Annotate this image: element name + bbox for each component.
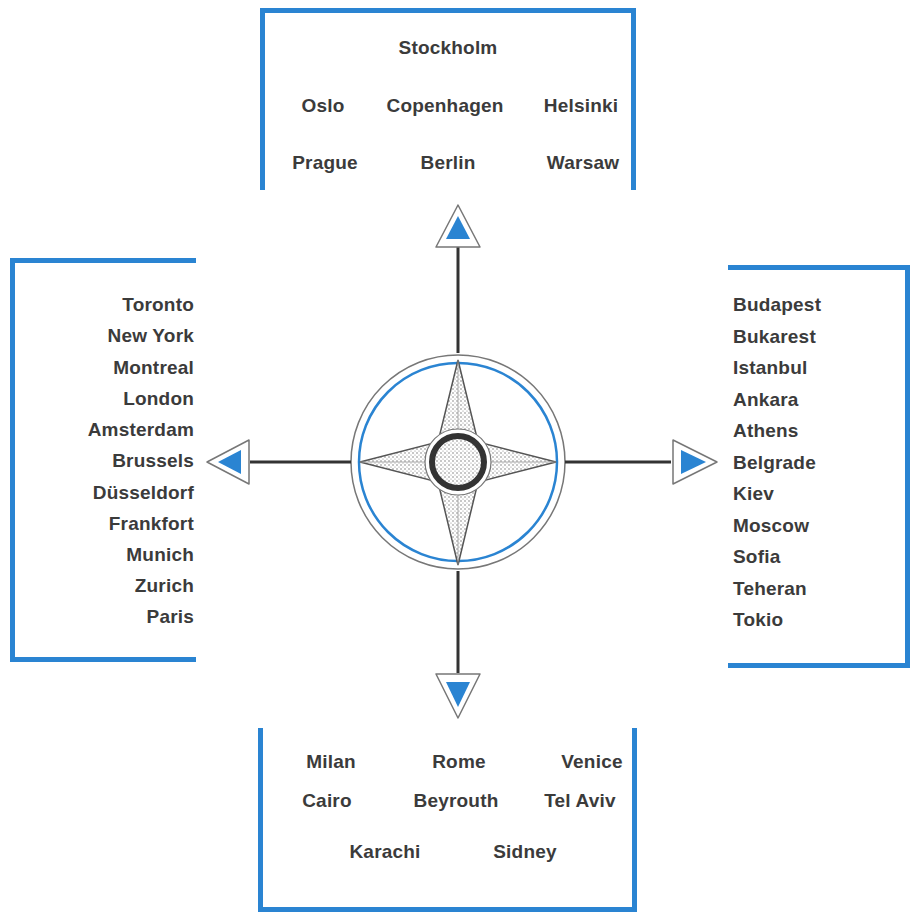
city-label: Rome bbox=[432, 751, 486, 773]
city-label: Copenhagen bbox=[386, 95, 503, 117]
city-label: London bbox=[123, 388, 194, 410]
city-label: Montreal bbox=[113, 357, 194, 379]
city-label: Berlin bbox=[420, 152, 475, 174]
city-label: Moscow bbox=[733, 515, 809, 537]
city-label: Athens bbox=[733, 420, 799, 442]
destination-box: StockholmOslo Copenhagen HelsinkiPrague Ber… bbox=[260, 8, 636, 190]
city-label: New York bbox=[108, 325, 194, 347]
city-label: Stockholm bbox=[399, 37, 498, 59]
city-label: Milan bbox=[306, 751, 356, 773]
city-label: Tel Aviv bbox=[544, 790, 616, 812]
destination-box: BudapestBukarestIstanbulAnkaraAthensBelg… bbox=[728, 265, 910, 668]
city-label: Düsseldorf bbox=[93, 482, 194, 504]
destination-box: Milan Rome VeniceCairo Beyrouth Tel AvivKara… bbox=[258, 728, 637, 912]
city-label: Tokio bbox=[733, 609, 783, 631]
city-label: Sofia bbox=[733, 546, 780, 568]
city-label: Ankara bbox=[733, 389, 799, 411]
city-label: Amsterdam bbox=[88, 419, 194, 441]
destination-box: TorontoNew YorkMontrealLondonAmsterdamBr… bbox=[10, 258, 196, 662]
city-label: Cairo bbox=[302, 790, 352, 812]
city-label: Frankfort bbox=[109, 513, 194, 535]
city-label: Teheran bbox=[733, 578, 807, 600]
city-label: Istanbul bbox=[733, 357, 807, 379]
direction-arrows bbox=[207, 205, 717, 718]
compass-rose bbox=[351, 355, 565, 569]
city-label: Beyrouth bbox=[414, 790, 499, 812]
city-label: Oslo bbox=[301, 95, 344, 117]
city-label: Brussels bbox=[112, 450, 194, 472]
city-label: Kiev bbox=[733, 483, 774, 505]
city-label: Prague bbox=[292, 152, 358, 174]
city-label: Toronto bbox=[122, 294, 194, 316]
city-label: Helsinki bbox=[544, 95, 618, 117]
city-label: Karachi bbox=[349, 841, 420, 863]
city-label: Belgrade bbox=[733, 452, 816, 474]
city-label: Munich bbox=[126, 544, 194, 566]
city-label: Paris bbox=[147, 606, 194, 628]
city-label: Budapest bbox=[733, 294, 821, 316]
city-label: Venice bbox=[561, 751, 622, 773]
city-label: Bukarest bbox=[733, 326, 816, 348]
city-label: Sidney bbox=[493, 841, 557, 863]
city-label: Warsaw bbox=[547, 152, 619, 174]
city-label: Zurich bbox=[135, 575, 194, 597]
